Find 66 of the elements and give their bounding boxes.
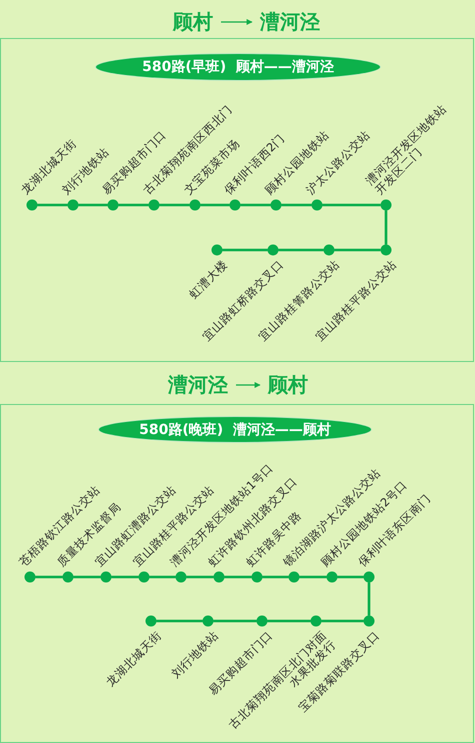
stop-dot: [146, 616, 156, 626]
stop-dot: [26, 200, 38, 210]
terminal-name: 漕河泾: [260, 8, 320, 36]
stop-dot: [312, 200, 322, 210]
route-line: [118, 204, 148, 206]
stop-dot: [190, 200, 200, 210]
route-line: [368, 582, 370, 616]
stop-dot: [310, 616, 322, 626]
route-line: [282, 204, 312, 206]
stop-dot: [364, 616, 374, 626]
route-title-pill: 580路(早班) 顾村——漕河泾: [96, 54, 380, 80]
route-line: [300, 576, 326, 578]
route-line: [222, 248, 268, 252]
stop-dot: [252, 572, 262, 582]
route-line: [156, 620, 202, 622]
stop-name: 虹漕大楼: [187, 258, 230, 302]
route-line: [338, 576, 364, 578]
stop-dot: [364, 572, 374, 582]
stop-dot: [270, 200, 282, 210]
stop-dot: [148, 200, 160, 210]
stop-dot: [324, 244, 334, 256]
route-line: [214, 620, 256, 622]
route-line: [150, 576, 176, 578]
stop-dot: [62, 572, 74, 582]
route-line: [224, 576, 252, 578]
stop-dot: [138, 572, 150, 582]
route-line: [112, 576, 138, 578]
stop-dot: [288, 572, 300, 582]
route-title-pill: 580路(晚班) 漕河泾——顾村: [99, 417, 371, 442]
stop-dot: [230, 200, 240, 210]
route-line: [160, 204, 190, 206]
route-line: [334, 248, 380, 252]
stop-dot: [202, 616, 214, 626]
stop-dot: [100, 572, 112, 582]
stop-dot: [212, 244, 222, 256]
route-line: [278, 248, 324, 252]
route-line: [38, 204, 68, 206]
stop-dot: [256, 616, 268, 626]
route-line: [322, 620, 364, 622]
route-panel: [0, 38, 474, 362]
stop-dot: [380, 244, 392, 256]
terminal-name: 顾村: [268, 372, 308, 398]
stop-dot: [380, 200, 392, 210]
route-line: [186, 576, 214, 578]
route-line: [78, 204, 108, 206]
route-panel: [0, 404, 474, 743]
route-line: [268, 620, 310, 622]
route-line: [384, 210, 388, 244]
arrow: [221, 19, 253, 25]
stop-dot: [214, 572, 224, 582]
route-line: [322, 204, 380, 206]
terminal-name: 顾村: [173, 8, 213, 36]
stop-dot: [108, 200, 118, 210]
stop-dot: [24, 572, 36, 582]
route-line: [200, 204, 230, 206]
route-line: [36, 576, 62, 578]
stop-dot: [326, 572, 338, 582]
route-line: [240, 204, 270, 206]
stop-dot: [176, 572, 186, 582]
terminal-name: 漕河泾: [168, 372, 228, 398]
route-line: [262, 576, 288, 578]
route-line: [74, 576, 100, 578]
stop-dot: [268, 244, 278, 256]
stop-dot: [68, 200, 78, 210]
arrow: [236, 382, 261, 388]
stop-name: 龙湖北城天街: [104, 629, 164, 690]
